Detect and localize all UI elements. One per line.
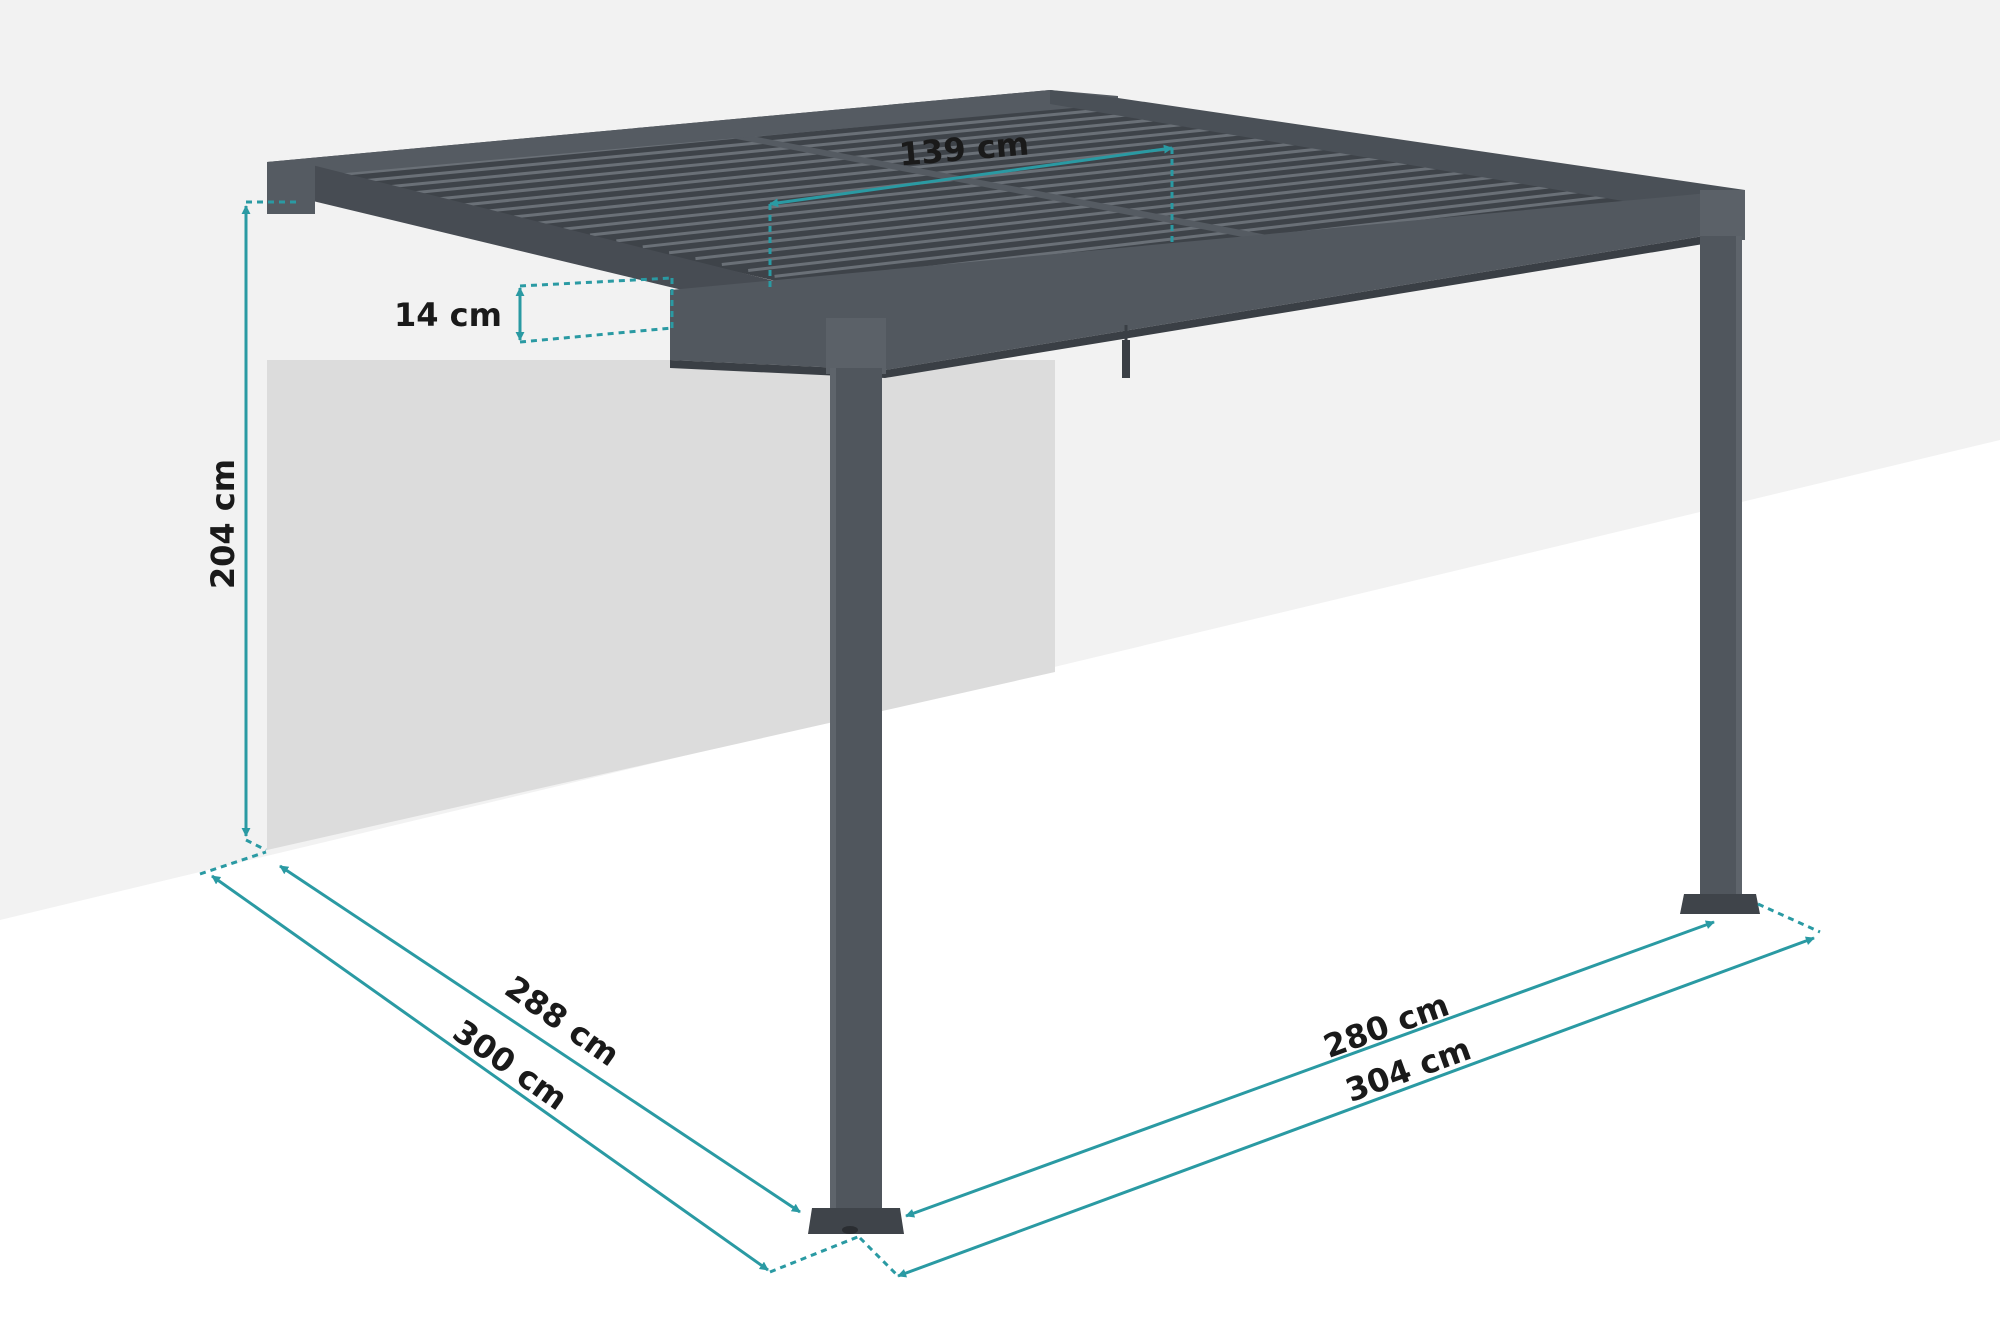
front-right-post-edge <box>1736 236 1742 896</box>
front-left-post-edge <box>830 368 836 1210</box>
clear-height-label: 204 cm <box>204 459 242 589</box>
beam-height-extension-top <box>519 276 673 288</box>
front-right-post <box>1700 236 1742 896</box>
right-side-beam <box>1050 90 1745 214</box>
roof-louver-slat <box>748 175 1565 272</box>
roof-louver-slat <box>774 180 1595 278</box>
width-extension-right <box>1757 902 1821 934</box>
dimension-lines <box>199 144 1821 1278</box>
depth-extension-back <box>199 850 267 876</box>
back-beam <box>267 90 1118 178</box>
front-beam <box>670 190 1740 370</box>
front-left-post-footplate <box>808 1208 904 1234</box>
front-left-post-bolt <box>842 1226 858 1234</box>
front-left-post <box>830 368 882 1210</box>
width-extension-front <box>858 1236 900 1278</box>
louver-width-dimension-line <box>769 144 1173 208</box>
clear-height-extension-bottom <box>245 838 267 852</box>
roof-louver-slat <box>695 166 1504 261</box>
front-right-post-footplate <box>1680 894 1760 914</box>
depth-outer-dimension-line <box>211 874 769 1272</box>
beam-height-extension-bottom <box>519 326 673 344</box>
beam-height-label: 14 cm <box>394 296 502 334</box>
roof-louver-slat <box>668 162 1474 255</box>
width-outer-dimension-line <box>897 936 1815 1278</box>
roof-louver-slat <box>721 171 1534 267</box>
crank-handle <box>1122 340 1130 378</box>
roof-louver-slat <box>352 107 1111 184</box>
roof-louver-slat <box>378 112 1141 190</box>
corner-cap-right <box>1700 190 1745 240</box>
depth-extension-front <box>769 1234 861 1274</box>
corner-cap-back <box>267 162 315 214</box>
corner-cap-front <box>826 318 886 374</box>
